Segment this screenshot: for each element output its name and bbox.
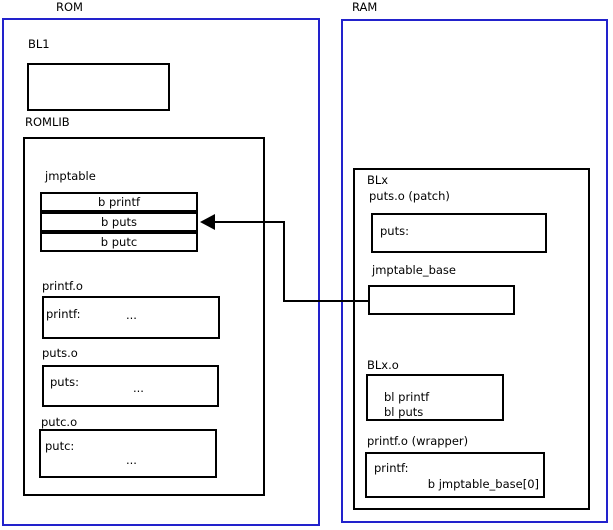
- ram-title: RAM: [352, 0, 378, 14]
- printf-ellipsis: ...: [126, 308, 137, 322]
- putc-o-box: putc: ...: [39, 429, 217, 478]
- blx-o-line-bl-printf: bl printf: [384, 390, 430, 404]
- printf-wrapper-label: printf.o (wrapper): [367, 434, 469, 448]
- puts-o-label: puts.o: [42, 346, 78, 360]
- jmptable-entry-putc: b putc: [40, 232, 198, 252]
- printf-symbol: printf:: [46, 307, 81, 321]
- jmptable-entry-puts: b puts: [40, 212, 198, 232]
- jmptable-entry-printf: b printf: [40, 192, 198, 212]
- jmptable-base-box: [368, 285, 515, 315]
- printf-wrapper-symbol: printf:: [374, 461, 409, 475]
- blx-o-label: BLx.o: [367, 358, 399, 372]
- puts-ellipsis: ...: [133, 381, 144, 395]
- jmptable-label: jmptable: [45, 169, 96, 183]
- bl1-box: [27, 63, 170, 111]
- putc-o-label: putc.o: [41, 415, 78, 429]
- printf-wrapper-branch: b jmptable_base[0]: [427, 477, 539, 491]
- rom-title: ROM: [56, 0, 83, 14]
- printf-o-box: printf: ...: [42, 296, 220, 339]
- printf-wrapper-box: printf: b jmptable_base[0]: [365, 452, 545, 498]
- blx-o-box: bl printf bl puts: [366, 374, 504, 421]
- putc-ellipsis: ...: [126, 453, 137, 467]
- printf-o-label: printf.o: [42, 279, 83, 293]
- bl1-label: BL1: [28, 37, 50, 51]
- puts-patch-label: puts.o (patch): [369, 189, 450, 203]
- puts-patch-box: puts:: [371, 213, 547, 253]
- puts-patch-symbol: puts:: [380, 224, 409, 238]
- jmptable-base-label: jmptable_base: [372, 263, 456, 277]
- puts-symbol: puts:: [50, 375, 79, 389]
- romlib-label: ROMLIB: [25, 115, 70, 129]
- putc-symbol: putc:: [45, 439, 75, 453]
- blx-label: BLx: [367, 173, 389, 187]
- puts-o-box: puts: ...: [42, 365, 219, 407]
- blx-o-line-bl-puts: bl puts: [384, 405, 424, 419]
